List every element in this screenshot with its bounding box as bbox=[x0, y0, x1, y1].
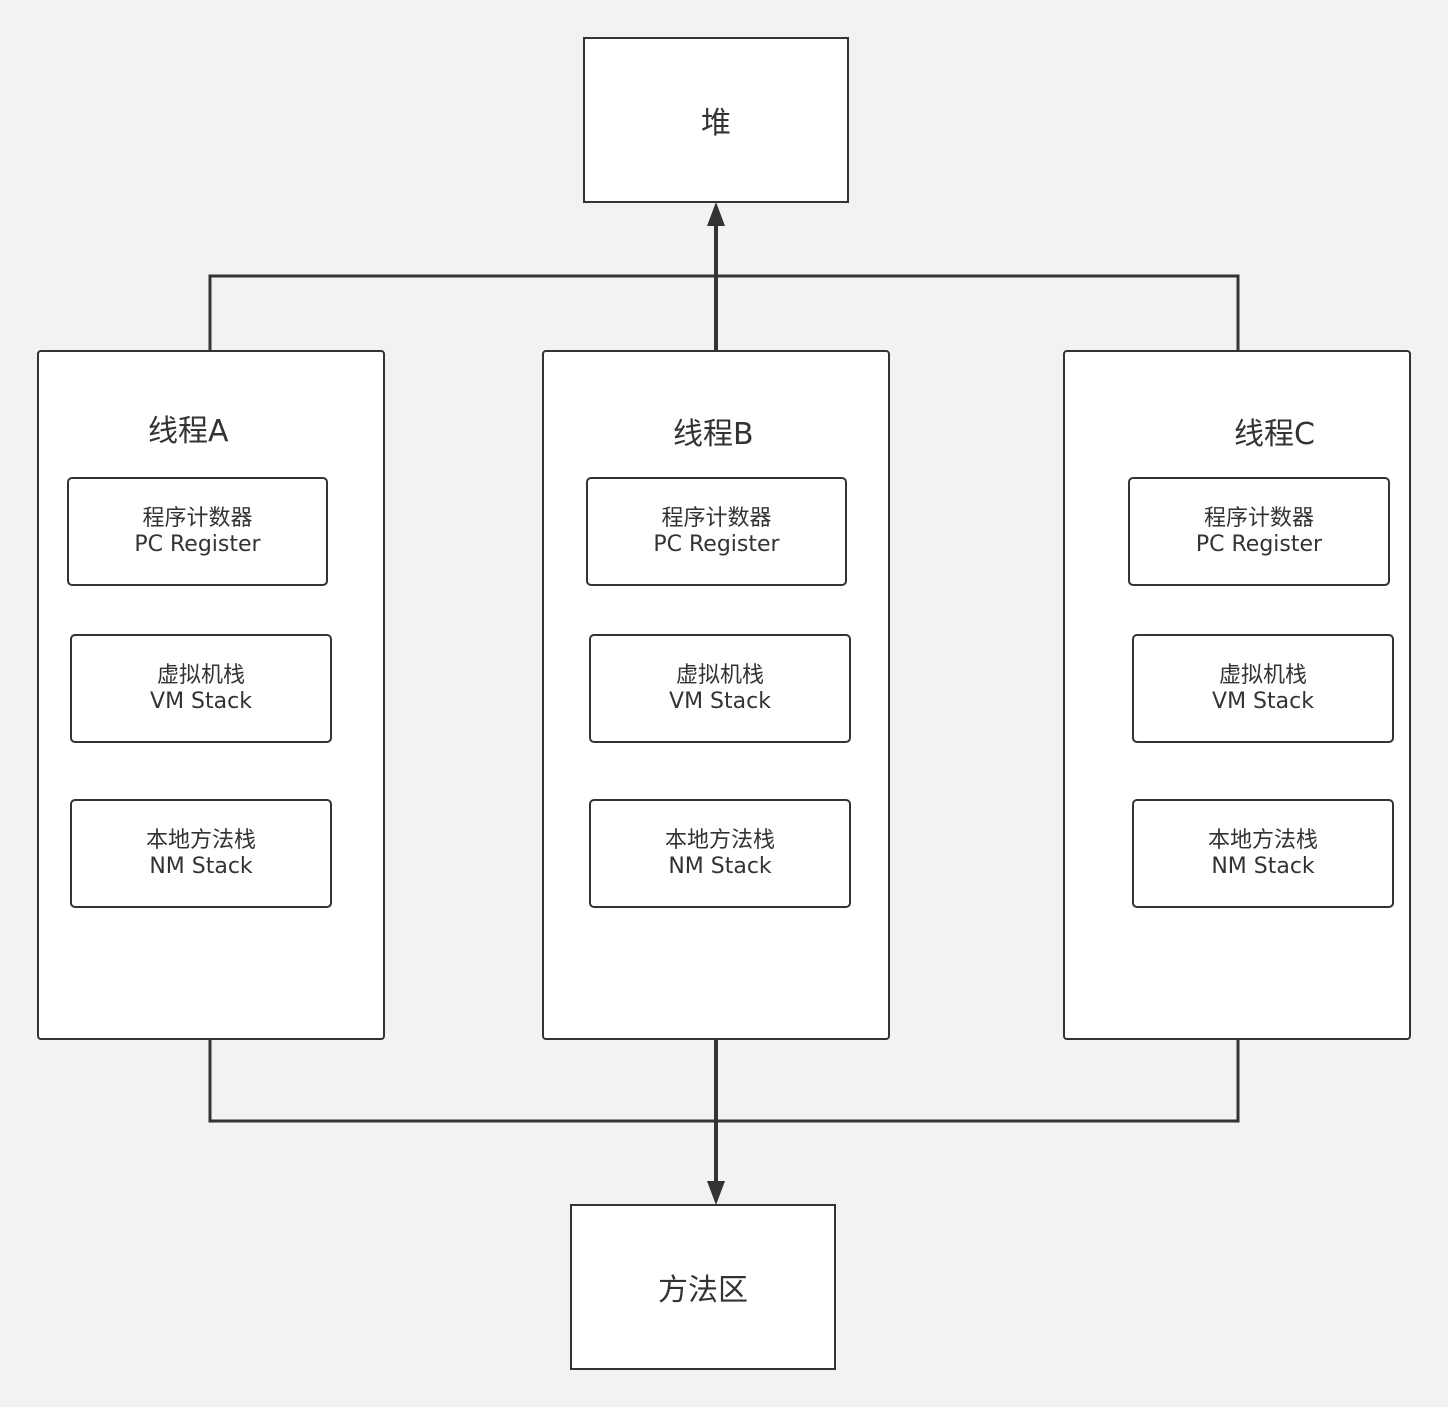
thread-b-vm-stack-en: VM Stack bbox=[669, 688, 771, 714]
thread-a-vm-stack-cn: 虚拟机栈 bbox=[156, 662, 245, 688]
thread-a-nm-stack-cn: 本地方法栈 bbox=[145, 827, 256, 853]
thread-a-nm-stack: 本地方法栈 NM Stack bbox=[70, 799, 332, 908]
thread-c-pc-register-en: PC Register bbox=[1195, 531, 1323, 557]
heap-box: 堆 bbox=[583, 37, 849, 203]
thread-b-pc-register-cn: 程序计数器 bbox=[661, 505, 772, 531]
top-connector bbox=[208, 274, 1240, 350]
thread-a-title: 线程A bbox=[148, 414, 229, 449]
thread-b-vm-stack: 虚拟机栈 VM Stack bbox=[589, 634, 851, 743]
thread-b-pc-register: 程序计数器 PC Register bbox=[586, 477, 847, 586]
thread-b-nm-stack-en: NM Stack bbox=[668, 853, 772, 879]
thread-a-nm-stack-en: NM Stack bbox=[149, 853, 253, 879]
thread-c-title: 线程C bbox=[1234, 417, 1315, 452]
thread-a-pc-register-cn: 程序计数器 bbox=[142, 505, 253, 531]
heap-label: 堆 bbox=[701, 106, 731, 141]
thread-c-nm-stack: 本地方法栈 NM Stack bbox=[1132, 799, 1394, 908]
thread-c-vm-stack: 虚拟机栈 VM Stack bbox=[1132, 634, 1394, 743]
arrow-to-heap-head bbox=[707, 202, 725, 226]
thread-a-vm-stack-en: VM Stack bbox=[150, 688, 252, 714]
thread-c-pc-register: 程序计数器 PC Register bbox=[1128, 477, 1390, 586]
thread-a-pc-register: 程序计数器 PC Register bbox=[67, 477, 328, 586]
thread-c-nm-stack-en: NM Stack bbox=[1211, 853, 1315, 879]
thread-b-pc-register-en: PC Register bbox=[653, 531, 780, 557]
thread-c-nm-stack-cn: 本地方法栈 bbox=[1207, 827, 1318, 853]
thread-b-nm-stack: 本地方法栈 NM Stack bbox=[589, 799, 851, 908]
thread-c-pc-register-cn: 程序计数器 bbox=[1203, 505, 1314, 531]
thread-b-vm-stack-cn: 虚拟机栈 bbox=[675, 662, 764, 688]
thread-c-vm-stack-cn: 虚拟机栈 bbox=[1218, 662, 1307, 688]
method-area-box: 方法区 bbox=[570, 1204, 836, 1370]
thread-a-pc-register-en: PC Register bbox=[134, 531, 261, 557]
arrow-to-method-area-head bbox=[707, 1181, 725, 1205]
thread-b-nm-stack-cn: 本地方法栈 bbox=[664, 827, 775, 853]
bottom-connector bbox=[208, 1040, 1240, 1123]
thread-c-vm-stack-en: VM Stack bbox=[1212, 688, 1314, 714]
thread-b-title: 线程B bbox=[673, 417, 754, 452]
method-area-label: 方法区 bbox=[658, 1273, 748, 1308]
thread-a-vm-stack: 虚拟机栈 VM Stack bbox=[70, 634, 332, 743]
